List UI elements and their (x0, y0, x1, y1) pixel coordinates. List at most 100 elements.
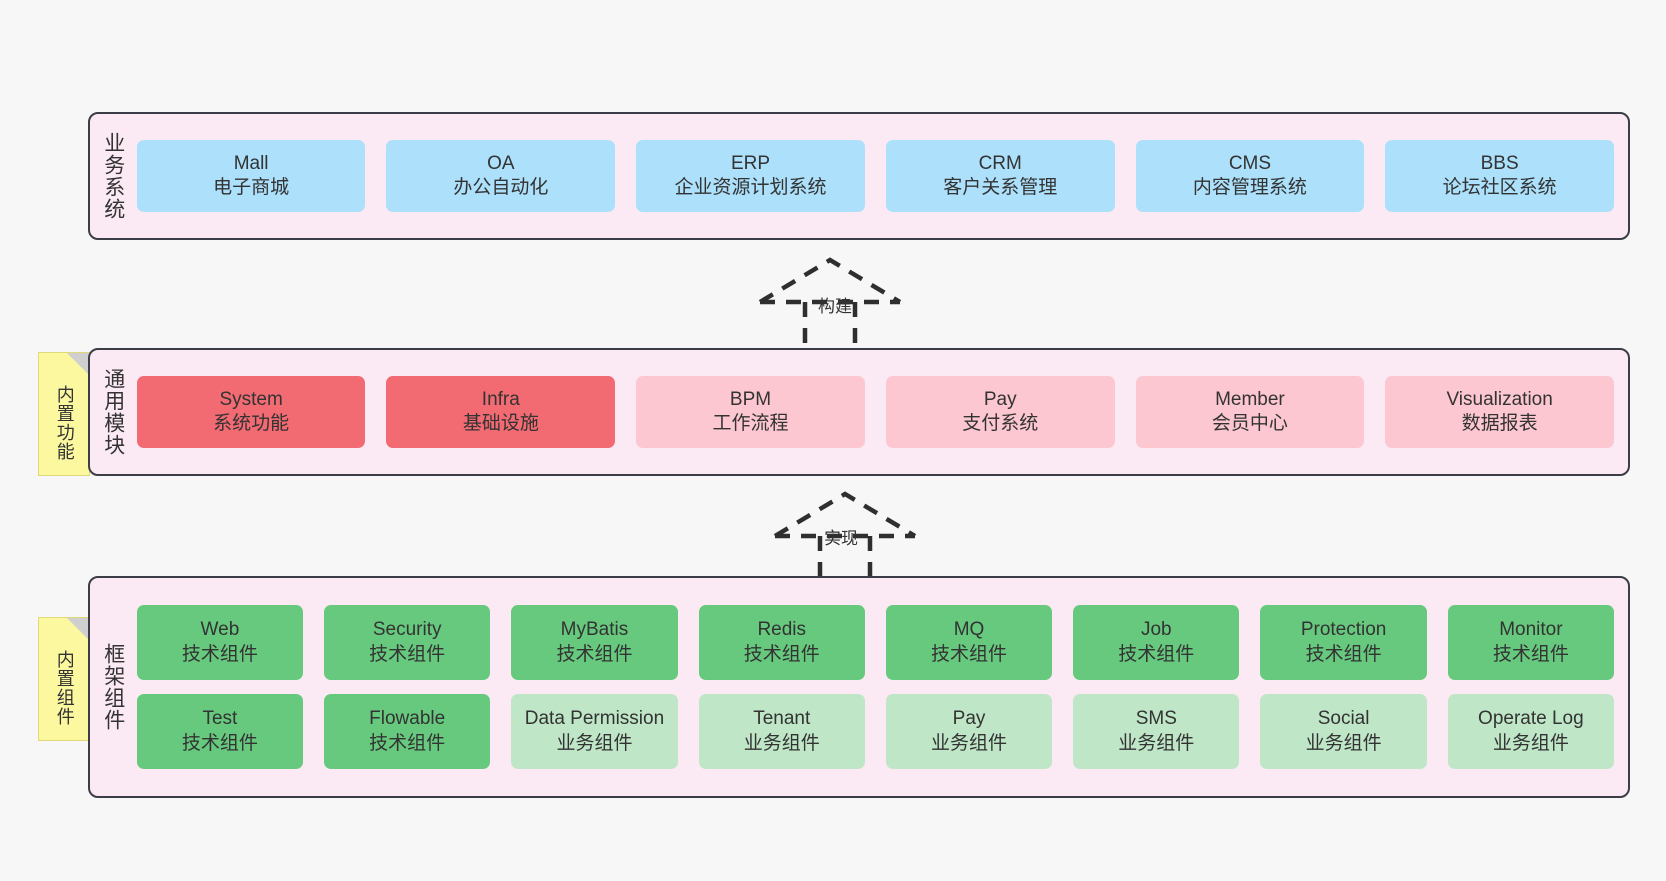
card-subtitle: 会员中心 (1211, 413, 1288, 434)
card-subtitle: 技术组件 (1305, 643, 1382, 665)
card-title: Monitor (1499, 619, 1563, 641)
card-row: Test 技术组件 Flowable 技术组件 Data Permission … (136, 694, 1615, 769)
card-title: Operate Log (1478, 708, 1584, 730)
layer-framework-components: 框架组件 Web 技术组件 Security 技术组件 MyBatis 技术组件… (88, 576, 1630, 798)
card-bbs[interactable]: BBS 论坛社区系统 (1385, 140, 1614, 212)
card-flowable[interactable]: Flowable 技术组件 (324, 694, 491, 769)
card-mq[interactable]: MQ 技术组件 (885, 605, 1053, 680)
note-fold-corner-icon (67, 353, 89, 375)
card-protection[interactable]: Protection 技术组件 (1260, 605, 1427, 680)
card-title: BBS (1480, 152, 1519, 174)
card-subtitle: 基础设施 (462, 413, 539, 434)
card-row: Web 技术组件 Security 技术组件 MyBatis 技术组件 Redi… (136, 605, 1615, 680)
card-oa[interactable]: OA 办公自动化 (386, 140, 616, 212)
card-crm[interactable]: CRM 客户关系管理 (885, 140, 1115, 212)
card-visualization[interactable]: Visualization 数据报表 (1385, 376, 1614, 448)
card-subtitle: 办公自动化 (453, 177, 549, 198)
card-title: Redis (757, 619, 807, 641)
card-redis[interactable]: Redis 技术组件 (698, 605, 865, 680)
card-mybatis[interactable]: MyBatis 技术组件 (511, 605, 678, 680)
card-title: MQ (953, 619, 985, 641)
layer-body-framework: Web 技术组件 Security 技术组件 MyBatis 技术组件 Redi… (133, 578, 1628, 796)
card-system[interactable]: System 系统功能 (136, 376, 366, 448)
card-title: CRM (978, 152, 1022, 174)
card-title: Tenant (753, 708, 811, 730)
note-builtin-components: 内置组件 (38, 617, 90, 741)
card-subtitle: 业务组件 (1305, 732, 1382, 754)
card-mall[interactable]: Mall 电子商城 (136, 140, 366, 212)
card-subtitle: 工作流程 (712, 413, 789, 434)
card-web[interactable]: Web 技术组件 (136, 605, 304, 680)
card-title: Pay (983, 388, 1017, 410)
card-row: Mall 电子商城 OA 办公自动化 ERP 企业资源计划系统 CRM 客户关系… (136, 140, 1614, 212)
card-subtitle: 技术组件 (1118, 643, 1195, 665)
card-operate-log[interactable]: Operate Log 业务组件 (1447, 694, 1615, 769)
card-infra[interactable]: Infra 基础设施 (386, 376, 616, 448)
card-subtitle: 企业资源计划系统 (674, 177, 827, 198)
card-subtitle: 技术组件 (369, 732, 446, 754)
card-pay-business[interactable]: Pay 业务组件 (885, 694, 1053, 769)
card-bpm[interactable]: BPM 工作流程 (636, 376, 865, 448)
card-title: ERP (730, 152, 771, 174)
card-subtitle: 技术组件 (556, 643, 633, 665)
layer-business-systems: 业务系统 Mall 电子商城 OA 办公自动化 ERP 企业资源计划系统 CRM… (88, 112, 1630, 240)
card-title: OA (487, 152, 515, 174)
card-cms[interactable]: CMS 内容管理系统 (1135, 140, 1365, 212)
card-title: Security (372, 619, 442, 641)
card-data-permission[interactable]: Data Permission 业务组件 (511, 694, 678, 769)
layer-body-common: System 系统功能 Infra 基础设施 BPM 工作流程 Pay 支付系统… (133, 350, 1628, 474)
card-subtitle: 业务组件 (1118, 732, 1195, 754)
card-tenant[interactable]: Tenant 业务组件 (698, 694, 865, 769)
note-label: 内置组件 (54, 650, 75, 726)
card-sms[interactable]: SMS 业务组件 (1073, 694, 1240, 769)
card-test[interactable]: Test 技术组件 (136, 694, 304, 769)
build-arrow-label: 构建 (818, 297, 852, 316)
card-subtitle: 电子商城 (213, 177, 290, 198)
card-subtitle: 业务组件 (743, 732, 820, 754)
card-erp[interactable]: ERP 企业资源计划系统 (636, 140, 865, 212)
card-subtitle: 数据报表 (1461, 413, 1538, 434)
card-title: MyBatis (560, 619, 629, 641)
card-subtitle: 技术组件 (743, 643, 820, 665)
card-subtitle: 内容管理系统 (1192, 177, 1307, 198)
card-subtitle: 技术组件 (1492, 643, 1569, 665)
card-title: Social (1317, 708, 1370, 730)
layer-title-common: 通用模块 (101, 368, 125, 456)
card-title: CMS (1228, 152, 1272, 174)
card-subtitle: 客户关系管理 (943, 177, 1058, 198)
card-title: Test (202, 708, 238, 730)
layer-title-framework: 框架组件 (101, 643, 125, 731)
note-builtin-functions: 内置功能 (38, 352, 90, 476)
card-subtitle: 技术组件 (181, 732, 258, 754)
card-security[interactable]: Security 技术组件 (324, 605, 491, 680)
note-label: 内置功能 (54, 385, 75, 461)
card-title: Pay (952, 708, 986, 730)
card-title: Flowable (369, 708, 446, 730)
card-subtitle: 业务组件 (931, 732, 1008, 754)
card-social[interactable]: Social 业务组件 (1260, 694, 1427, 769)
card-subtitle: 论坛社区系统 (1442, 177, 1557, 198)
card-title: Protection (1300, 619, 1387, 641)
card-title: Member (1215, 388, 1285, 410)
card-subtitle: 技术组件 (931, 643, 1008, 665)
card-title: Data Permission (524, 708, 665, 730)
card-subtitle: 系统功能 (213, 413, 290, 434)
layer-title-business: 业务系统 (101, 132, 125, 220)
card-title: System (219, 388, 283, 410)
card-title: Infra (481, 388, 520, 410)
implement-arrow-label: 实现 (824, 529, 858, 548)
card-pay[interactable]: Pay 支付系统 (885, 376, 1115, 448)
card-subtitle: 技术组件 (181, 643, 258, 665)
layer-common-modules: 通用模块 System 系统功能 Infra 基础设施 BPM 工作流程 Pay… (88, 348, 1630, 476)
card-title: Job (1140, 619, 1172, 641)
card-title: Visualization (1446, 388, 1553, 410)
card-member[interactable]: Member 会员中心 (1135, 376, 1365, 448)
card-row: System 系统功能 Infra 基础设施 BPM 工作流程 Pay 支付系统… (136, 376, 1614, 448)
card-subtitle: 业务组件 (1492, 732, 1569, 754)
card-monitor[interactable]: Monitor 技术组件 (1447, 605, 1615, 680)
note-fold-corner-icon (67, 618, 89, 640)
card-title: BPM (729, 388, 772, 410)
card-job[interactable]: Job 技术组件 (1073, 605, 1240, 680)
card-subtitle: 技术组件 (369, 643, 446, 665)
